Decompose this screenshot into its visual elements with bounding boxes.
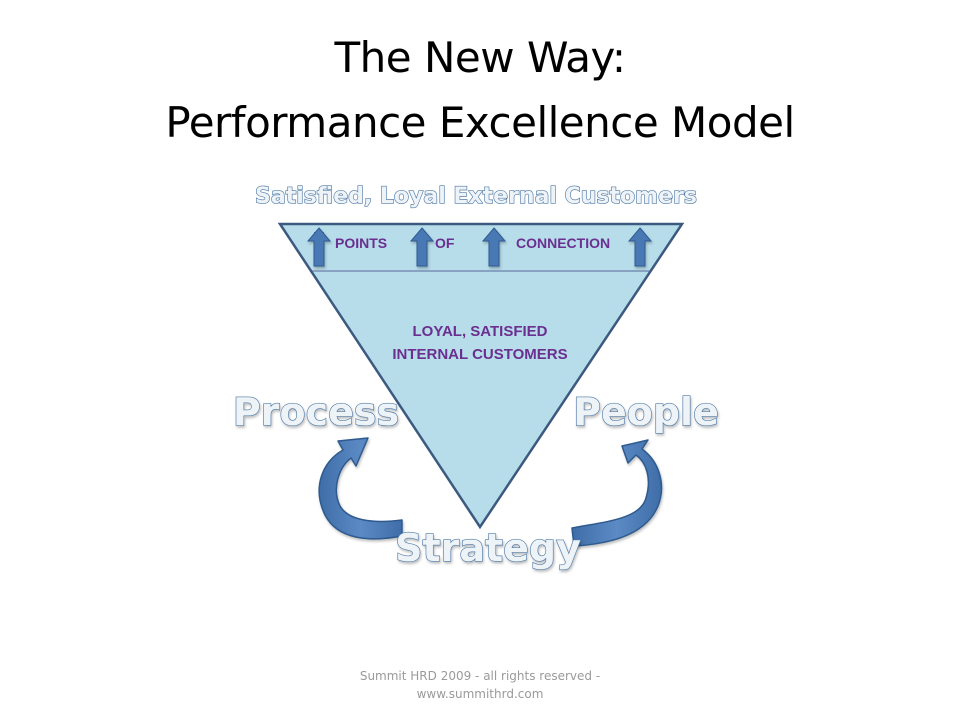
inverted-triangle — [277, 222, 685, 530]
process-label: Process — [233, 390, 399, 434]
strategy-label: Strategy — [395, 526, 581, 570]
up-arrow-icon — [306, 227, 332, 267]
slide-title-line2: Performance Excellence Model — [165, 98, 795, 147]
footer-url: www.summithrd.com — [416, 687, 544, 701]
up-arrow-icon — [409, 227, 435, 267]
band-word-connection: CONNECTION — [516, 235, 610, 251]
up-arrow-icon — [481, 227, 507, 267]
internal-customers-line2: INTERNAL CUSTOMERS — [392, 346, 567, 363]
curved-arrow-right-icon — [571, 439, 663, 547]
internal-customers-line1: LOYAL, SATISFIED — [412, 323, 547, 340]
slide-title-line1: The New Way: — [334, 33, 626, 82]
curved-arrow-left-icon — [318, 437, 403, 540]
people-label: People — [573, 390, 719, 434]
band-word-of: OF — [435, 235, 455, 251]
footer-copyright: Summit HRD 2009 - all rights reserved - — [359, 669, 601, 683]
band-word-points: POINTS — [335, 235, 387, 251]
external-customers-label: Satisfied, Loyal External Customers — [255, 184, 697, 209]
up-arrow-icon — [627, 227, 653, 267]
